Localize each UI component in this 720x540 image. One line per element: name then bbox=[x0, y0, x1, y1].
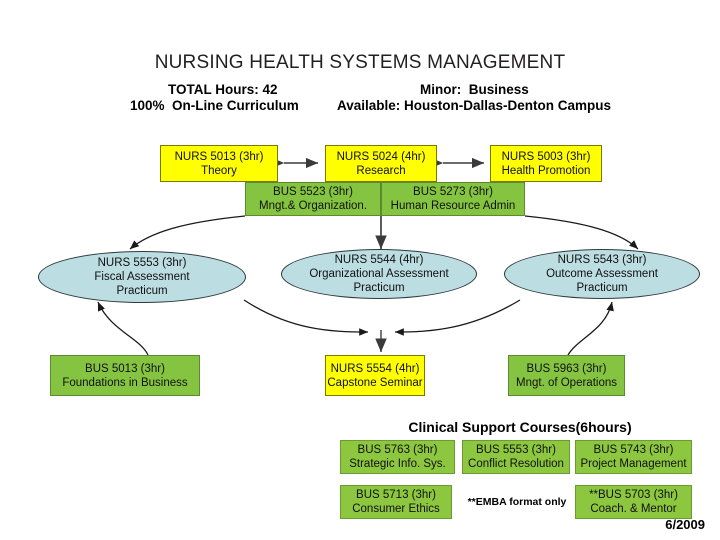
course-name: Project Management bbox=[580, 458, 687, 470]
course-box-nurs-5013[interactable]: NURS 5013 (3hr) Theory bbox=[160, 145, 278, 182]
course-name: Organizational Assessment bbox=[309, 268, 449, 280]
course-box-bus-5273[interactable]: BUS 5273 (3hr) Human Resource Admin bbox=[381, 182, 525, 216]
course-code: NURS 5024 (4hr) bbox=[336, 150, 426, 163]
total-hours-label: TOTAL Hours: 42 bbox=[168, 82, 278, 97]
course-code: NURS 5553 (3hr) bbox=[97, 257, 187, 269]
course-name: Outcome Assessment bbox=[546, 268, 658, 280]
course-box-bus-5963[interactable]: BUS 5963 (3hr) Mngt. of Operations bbox=[508, 355, 625, 396]
course-box-nurs-5024[interactable]: NURS 5024 (4hr) Research bbox=[325, 145, 437, 182]
course-name-line2: Practicum bbox=[116, 285, 168, 297]
course-code: BUS 5013 (3hr) bbox=[85, 362, 165, 375]
course-name: Foundations in Business bbox=[62, 376, 188, 389]
practicum-ellipse-nurs-5543[interactable]: NURS 5543 (3hr) Outcome Assessment Pract… bbox=[504, 249, 700, 299]
course-name: Mngt.& Organization. bbox=[258, 200, 368, 212]
course-box-bus-5763[interactable]: BUS 5763 (3hr) Strategic Info. Sys. bbox=[340, 440, 455, 474]
course-box-bus-5713[interactable]: BUS 5713 (3hr) Consumer Ethics bbox=[340, 485, 452, 519]
course-box-bus-5553[interactable]: BUS 5553 (3hr) Conflict Resolution bbox=[462, 440, 570, 474]
course-code: BUS 5713 (3hr) bbox=[356, 489, 436, 501]
curriculum-label: 100% On-Line Curriculum bbox=[130, 98, 299, 113]
course-name: Mngt. of Operations bbox=[516, 376, 617, 389]
course-box-bus-5013[interactable]: BUS 5013 (3hr) Foundations in Business bbox=[50, 355, 200, 396]
minor-label: Minor: Business bbox=[420, 82, 529, 97]
available-campus-label: Available: Houston-Dallas-Denton Campus bbox=[337, 98, 612, 113]
course-code: BUS 5523 (3hr) bbox=[273, 186, 353, 198]
course-box-bus-5743[interactable]: BUS 5743 (3hr) Project Management bbox=[575, 440, 692, 474]
course-name: Fiscal Assessment bbox=[94, 271, 190, 283]
page-title: NURSING HEALTH SYSTEMS MANAGEMENT bbox=[154, 52, 566, 73]
course-name: Capstone Seminar bbox=[327, 376, 423, 389]
course-name: Conflict Resolution bbox=[468, 458, 564, 470]
course-code: NURS 5013 (3hr) bbox=[174, 150, 264, 163]
course-box-bus-5703[interactable]: **BUS 5703 (3hr) Coach. & Mentor bbox=[575, 485, 692, 519]
course-code: NURS 5543 (3hr) bbox=[557, 254, 647, 266]
course-code: NURS 5003 (3hr) bbox=[501, 150, 591, 163]
course-code: **BUS 5703 (3hr) bbox=[589, 489, 678, 501]
course-code: BUS 5763 (3hr) bbox=[357, 444, 438, 456]
course-code: BUS 5963 (3hr) bbox=[526, 362, 607, 375]
course-code: NURS 5544 (4hr) bbox=[334, 254, 424, 266]
practicum-ellipse-nurs-5553[interactable]: NURS 5553 (3hr) Fiscal Assessment Practi… bbox=[38, 251, 246, 303]
course-code: BUS 5553 (3hr) bbox=[476, 444, 556, 456]
course-name: Health Promotion bbox=[501, 164, 591, 177]
course-name: Research bbox=[356, 164, 406, 177]
course-code: BUS 5273 (3hr) bbox=[413, 186, 493, 198]
course-name: Human Resource Admin bbox=[390, 200, 516, 212]
revision-date: 6/2009 bbox=[665, 517, 705, 532]
course-code: BUS 5743 (3hr) bbox=[593, 444, 674, 456]
course-box-nurs-5554[interactable]: NURS 5554 (4hr) Capstone Seminar bbox=[325, 355, 425, 396]
practicum-ellipse-nurs-5544[interactable]: NURS 5544 (4hr) Organizational Assessmen… bbox=[281, 249, 477, 299]
course-name: Coach. & Mentor bbox=[590, 503, 677, 515]
course-name-line2: Practicum bbox=[353, 282, 405, 294]
course-box-bus-5523[interactable]: BUS 5523 (3hr) Mngt.& Organization. bbox=[245, 182, 381, 216]
course-box-nurs-5003[interactable]: NURS 5003 (3hr) Health Promotion bbox=[490, 145, 602, 182]
course-name: Theory bbox=[201, 164, 237, 177]
course-code: NURS 5554 (4hr) bbox=[330, 362, 420, 375]
course-name: Consumer Ethics bbox=[352, 503, 440, 515]
course-name-line2: Practicum bbox=[576, 282, 628, 294]
emba-format-note: **EMBA format only bbox=[467, 496, 567, 508]
clinical-support-title: Clinical Support Courses(6hours) bbox=[408, 419, 632, 435]
course-name: Strategic Info. Sys. bbox=[349, 458, 446, 470]
